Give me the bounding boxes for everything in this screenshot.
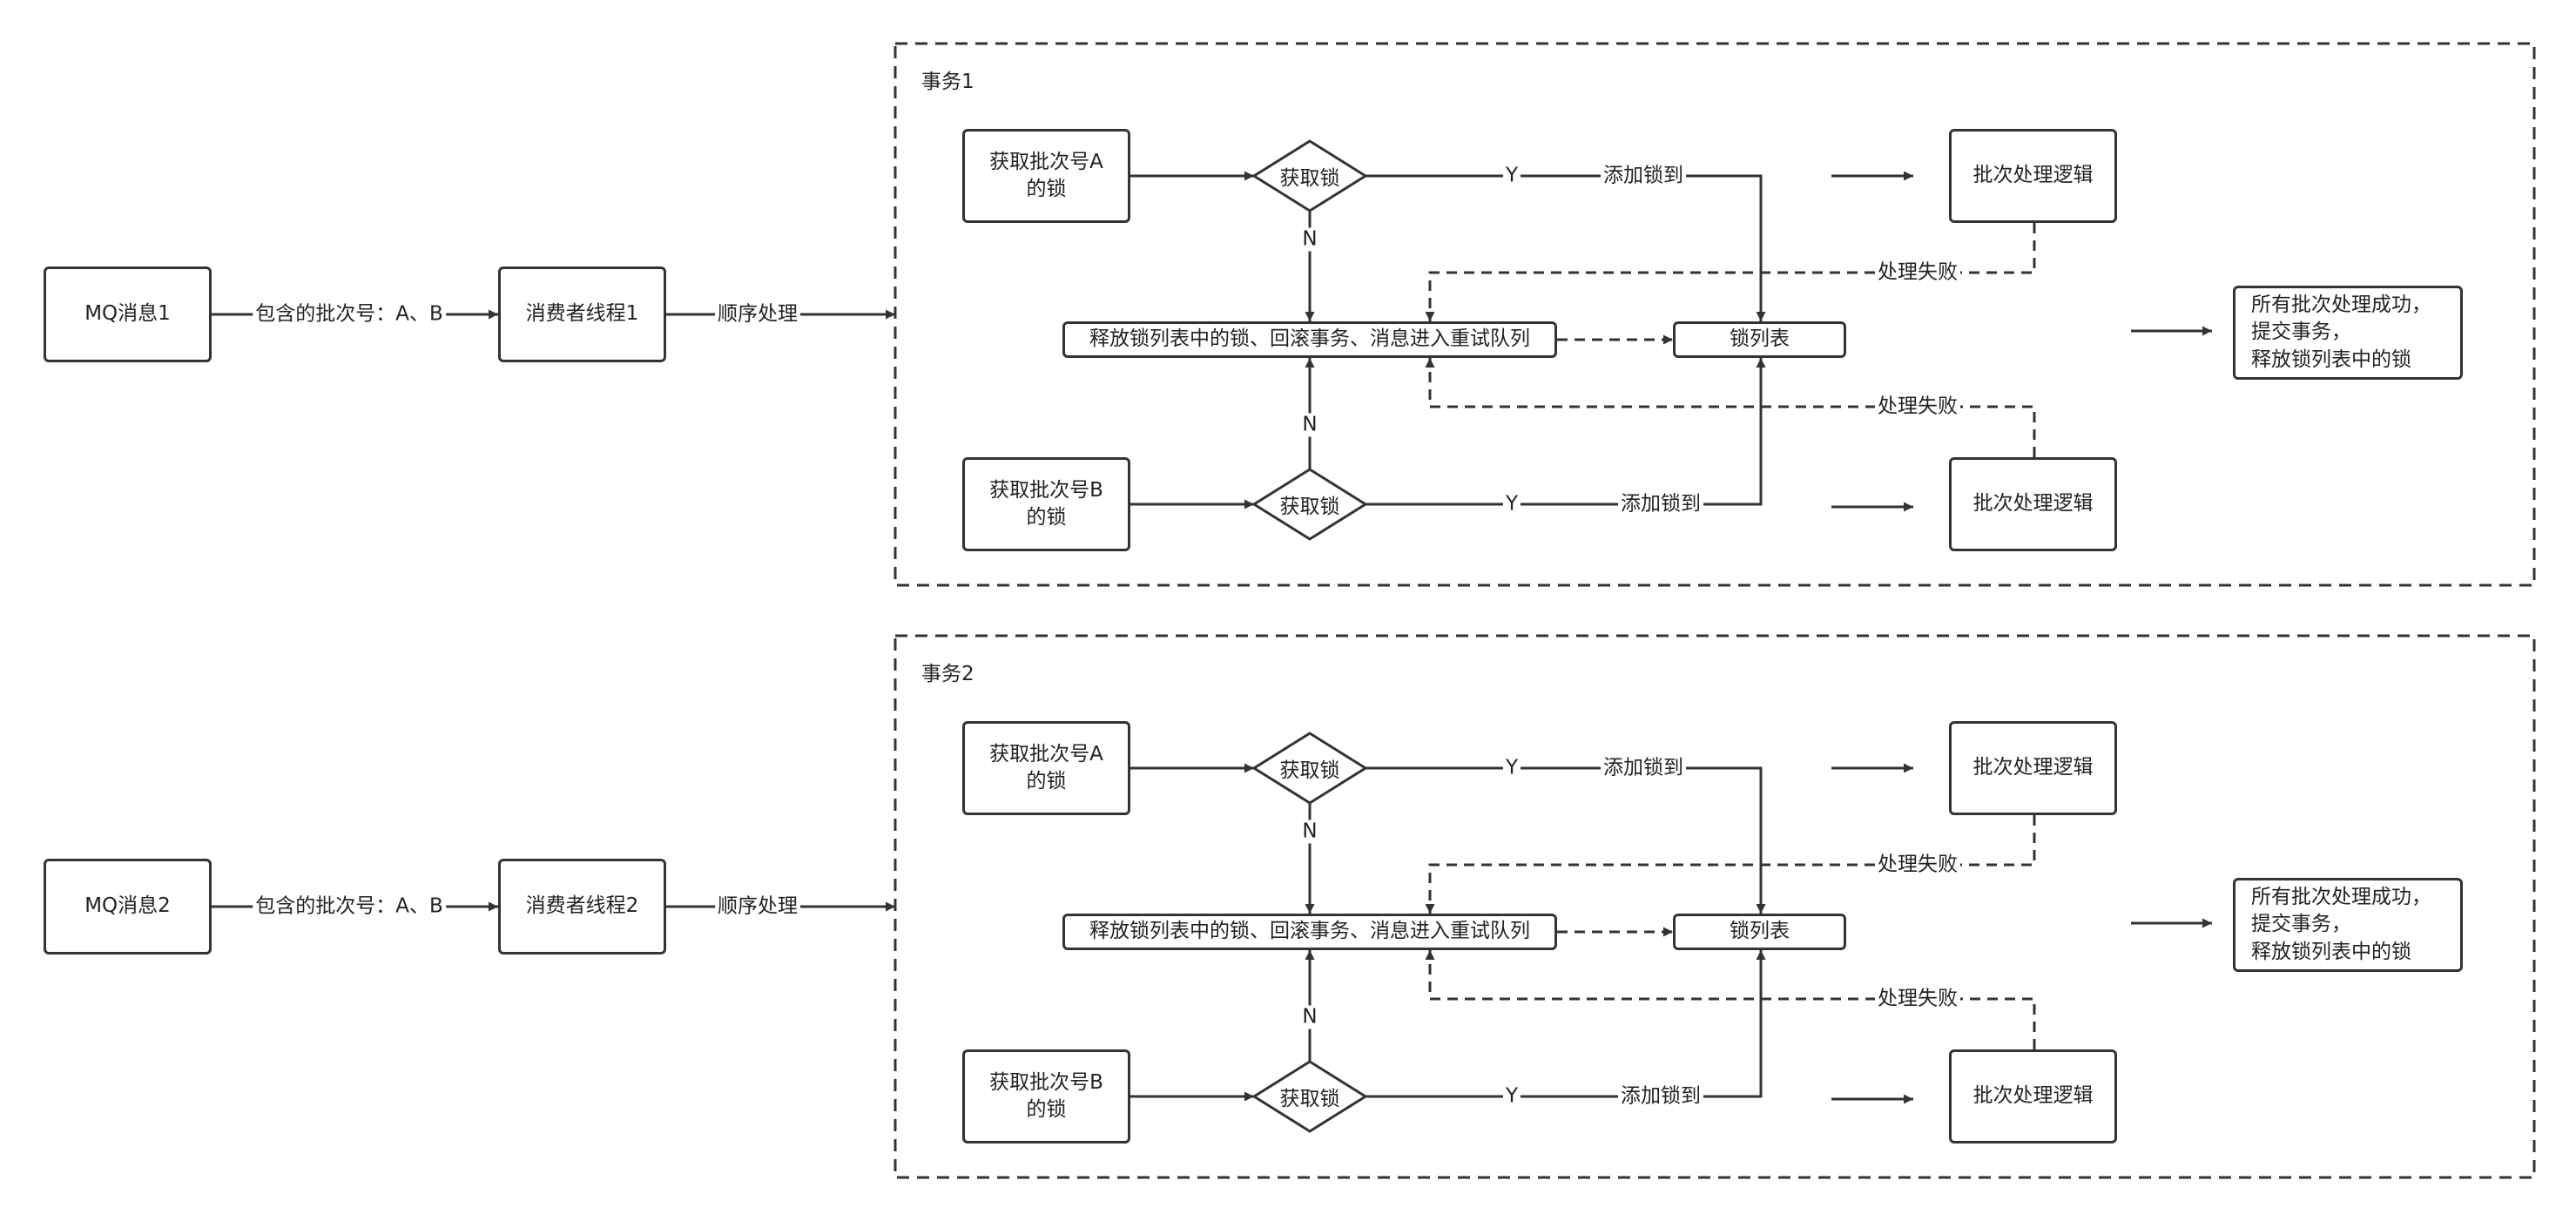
consumer-thread-2: 消费者线程2	[498, 859, 666, 955]
batch-numbers-label-1: 包含的批次号：A、B	[253, 302, 446, 327]
add-lock-label-a-2: 添加锁到	[1601, 756, 1686, 780]
acquire-lock-b-1: 获取批次号B 的锁	[962, 457, 1130, 551]
add-lock-label-a-1: 添加锁到	[1601, 164, 1686, 188]
yes-label-b-1: Y	[1502, 492, 1521, 516]
fail-label-b-2: 处理失败	[1875, 987, 1960, 1011]
add-lock-label-b-2: 添加锁到	[1618, 1084, 1703, 1109]
no-label-a-2: N	[1299, 820, 1320, 844]
no-label-a-1: N	[1299, 227, 1320, 252]
edge-batch-a-fail-2	[1425, 815, 2036, 914]
all-success-1: 所有批次处理成功， 提交事务， 释放锁列表中的锁	[2233, 286, 2463, 380]
release-locks-2: 释放锁列表中的锁、回滚事务、消息进入重试队列	[1062, 914, 1557, 950]
transaction-group-title-2: 事务2	[921, 663, 974, 685]
fail-label-a-2: 处理失败	[1875, 853, 1960, 877]
yes-label-b-2: Y	[1502, 1084, 1521, 1109]
sequential-label-2: 顺序处理	[715, 894, 800, 919]
decision-acquire-b-1: 获取锁	[1279, 496, 1340, 518]
edge-decision-b-yes-2	[1366, 950, 1766, 1098]
edge-batch-b-fail-2	[1425, 950, 2036, 1049]
edge-batch-a-fail-1	[1425, 223, 2036, 321]
yes-label-a-1: Y	[1502, 164, 1521, 188]
batch-logic-b-1: 批次处理逻辑	[1949, 457, 2117, 551]
mq-message-2: MQ消息2	[44, 859, 212, 955]
acquire-lock-b-2: 获取批次号B 的锁	[962, 1049, 1130, 1143]
acquire-lock-a-2: 获取批次号A 的锁	[962, 721, 1130, 815]
all-success-2: 所有批次处理成功， 提交事务， 释放锁列表中的锁	[2233, 878, 2463, 972]
decision-acquire-b-2-shape	[1251, 1060, 1368, 1133]
release-locks-1: 释放锁列表中的锁、回滚事务、消息进入重试队列	[1062, 321, 1557, 358]
sequential-label-1: 顺序处理	[715, 302, 800, 327]
batch-logic-b-2: 批次处理逻辑	[1949, 1049, 2117, 1143]
decision-acquire-b-2: 获取锁	[1279, 1088, 1340, 1110]
mq-message-1: MQ消息1	[44, 266, 212, 362]
acquire-lock-a-1: 获取批次号A 的锁	[962, 129, 1130, 223]
fail-label-b-1: 处理失败	[1875, 395, 1960, 419]
edge-decision-a-yes-1	[1366, 174, 1766, 321]
decision-acquire-a-1: 获取锁	[1279, 167, 1340, 190]
fail-label-a-1: 处理失败	[1875, 260, 1960, 285]
decision-acquire-b-1-shape	[1251, 468, 1368, 541]
yes-label-a-2: Y	[1502, 756, 1521, 780]
batch-logic-a-1: 批次处理逻辑	[1949, 129, 2117, 223]
edge-decision-a-yes-2	[1366, 766, 1766, 914]
no-label-b-2: N	[1299, 1005, 1320, 1029]
edge-batch-b-fail-1	[1425, 358, 2036, 457]
decision-acquire-a-2: 获取锁	[1279, 759, 1340, 782]
add-lock-label-b-1: 添加锁到	[1618, 492, 1703, 516]
consumer-thread-1: 消费者线程1	[498, 266, 666, 362]
transaction-group-title-1: 事务1	[921, 71, 974, 93]
batch-logic-a-2: 批次处理逻辑	[1949, 721, 2117, 815]
edge-decision-b-yes-1	[1366, 358, 1766, 506]
lock-list-1: 锁列表	[1673, 321, 1846, 358]
batch-numbers-label-2: 包含的批次号：A、B	[253, 894, 446, 919]
no-label-b-1: N	[1299, 413, 1320, 437]
lock-list-2: 锁列表	[1673, 914, 1846, 950]
